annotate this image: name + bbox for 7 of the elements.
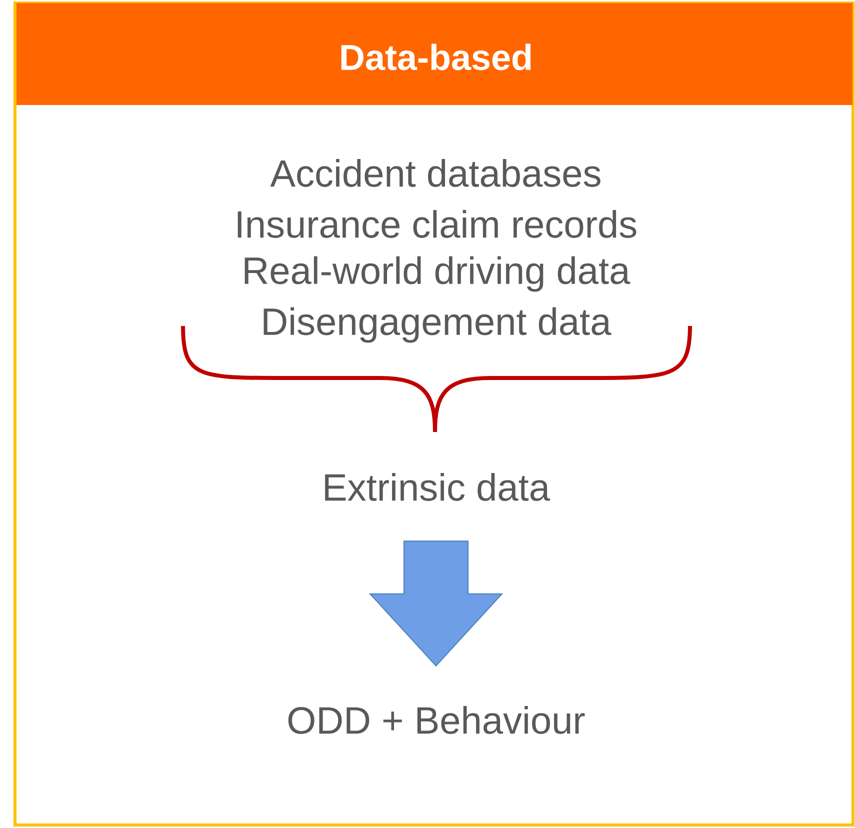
text-label: ODD + Behaviour [288,706,585,734]
list-item: Real-world driving data [244,256,630,292]
list-item: Insurance claim records [238,210,636,238]
text-label: Extrinsic data [325,473,550,501]
list-item: Accident databases [270,159,600,187]
list-item: Disengagement data [264,307,612,343]
block-arrow [368,540,504,667]
